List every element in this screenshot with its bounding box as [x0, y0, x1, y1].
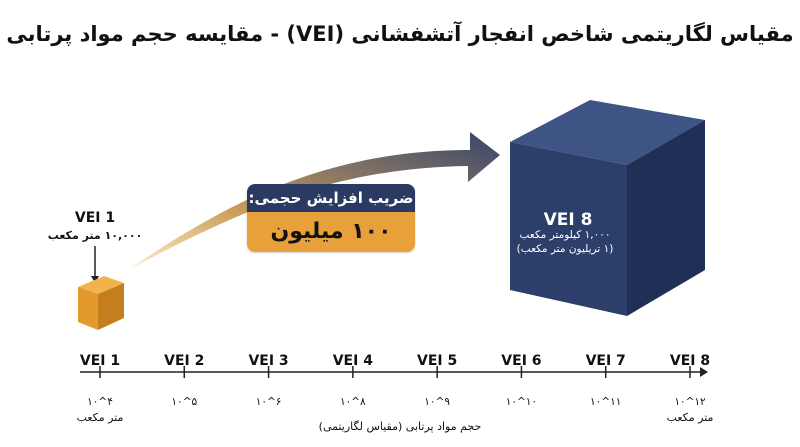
tick-label: VEI 5	[417, 353, 458, 369]
tick-label: VEI 4	[332, 353, 373, 369]
tick-power: ۱۰^۴	[87, 396, 113, 408]
multiplier-badge: ضریب افزایش حجمی: ۱۰۰ میلیون برابر	[247, 184, 415, 252]
tick-power: ۱۰^۱۲	[674, 396, 706, 408]
tick-label: VEI 1	[79, 353, 121, 369]
tick-power: ۱۰^۱۱	[590, 396, 622, 408]
tick-unit: متر مکعب	[76, 411, 124, 424]
big-cube-volume-line1: ۱,۰۰۰ کیلومتر مکعب	[519, 229, 611, 241]
tick-power: ۱۰^۹	[424, 396, 450, 408]
tick-label: VEI 3	[248, 353, 289, 369]
tick-label: VEI 7	[585, 353, 626, 369]
tick-unit: متر مکعب	[666, 411, 714, 424]
tick-power: ۱۰^۱۰	[505, 396, 538, 408]
tick-label: VEI 6	[501, 353, 542, 369]
small-cube	[78, 276, 124, 330]
big-cube-label: VEI 8	[543, 210, 593, 230]
tick-label: VEI 8	[669, 353, 711, 369]
tick-label: VEI 2	[164, 353, 205, 369]
tick-power: ۱۰^۶	[255, 396, 282, 408]
axis-title: حجم مواد پرتابی (مقیاس لگاریتمی)	[318, 420, 482, 433]
small-cube-volume: ۱۰,۰۰۰ متر مکعب	[47, 229, 143, 242]
tick-power: ۱۰^۵	[171, 396, 198, 408]
badge-heading: ضریب افزایش حجمی:	[247, 184, 415, 212]
tick-power: ۱۰^۸	[339, 396, 366, 408]
page-title: مقیاس لگاریتمی شاخص انفجار آتشفشانی (VEI…	[6, 22, 794, 46]
axis-ticks	[99, 366, 691, 378]
badge-value: ۱۰۰ میلیون برابر	[247, 212, 415, 252]
big-cube	[510, 100, 705, 316]
small-cube-label: VEI 1	[74, 210, 116, 226]
growth-arrow	[128, 132, 500, 270]
big-cube-volume-line2: (۱ تریلیون متر مکعب)	[516, 243, 614, 255]
big-cube-volume: ۱,۰۰۰ کیلومتر مکعب (۱ تریلیون متر مکعب)	[500, 228, 630, 256]
